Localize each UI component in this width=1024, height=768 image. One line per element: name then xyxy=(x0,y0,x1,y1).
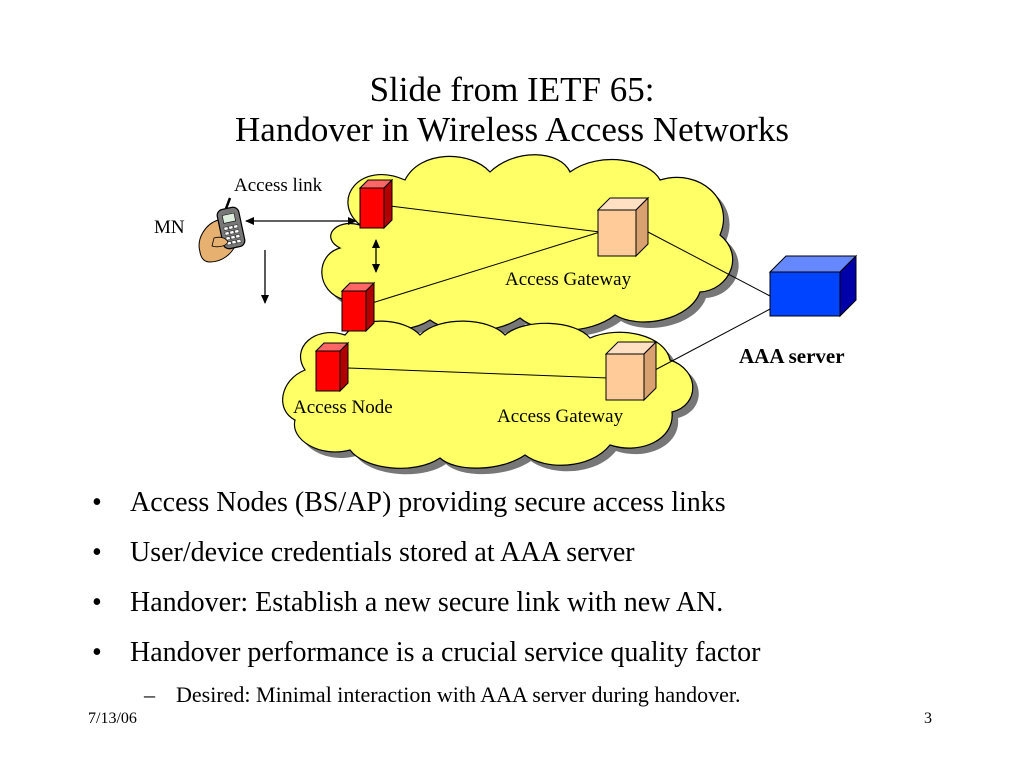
label-aaa-server: AAA server xyxy=(739,344,845,368)
label-access-gateway-upper: Access Gateway xyxy=(505,269,632,290)
label-mn: MN xyxy=(154,217,185,238)
link-an3-ag2 xyxy=(347,367,609,379)
footer-date: 7/13/06 xyxy=(88,710,137,727)
link-ag2-aaa xyxy=(654,307,773,371)
lower-cloud-fill xyxy=(282,320,694,469)
access-node-2 xyxy=(340,281,376,333)
label-access-link: Access link xyxy=(234,175,323,196)
label-access-node: Access Node xyxy=(293,397,393,418)
footer-page-number: 3 xyxy=(924,710,932,727)
bullet-item: Handover performance is a crucial servic… xyxy=(92,628,992,678)
access-gateway-1 xyxy=(596,196,650,258)
bullet-item: Access Nodes (BS/AP) providing secure ac… xyxy=(92,478,992,528)
lower-cloud xyxy=(282,320,699,475)
bullet-item: User/device credentials stored at AAA se… xyxy=(92,528,992,578)
mobile-node-phone-icon xyxy=(198,197,246,263)
bullet-list: Access Nodes (BS/AP) providing secure ac… xyxy=(92,478,992,712)
aaa-server xyxy=(768,254,858,318)
label-access-gateway-lower: Access Gateway xyxy=(497,406,624,427)
access-node-1 xyxy=(358,178,394,230)
link-an2-ag1 xyxy=(371,231,601,304)
connection-lines xyxy=(347,205,773,379)
bullet-item: Handover: Establish a new secure link wi… xyxy=(92,578,992,628)
link-ag1-aaa xyxy=(647,231,773,298)
slide-title-line-1: Slide from IETF 65: xyxy=(369,70,655,109)
link-an1-ag1 xyxy=(389,205,601,233)
slide-title-line-2: Handover in Wireless Access Networks xyxy=(235,110,789,149)
slide-title: Slide from IETF 65: Handover in Wireless… xyxy=(0,70,1024,150)
access-gateway-2 xyxy=(604,340,658,402)
access-node-3 xyxy=(314,341,350,393)
sub-bullet-item: Desired: Minimal interaction with AAA se… xyxy=(92,678,992,712)
arrows xyxy=(245,217,380,304)
